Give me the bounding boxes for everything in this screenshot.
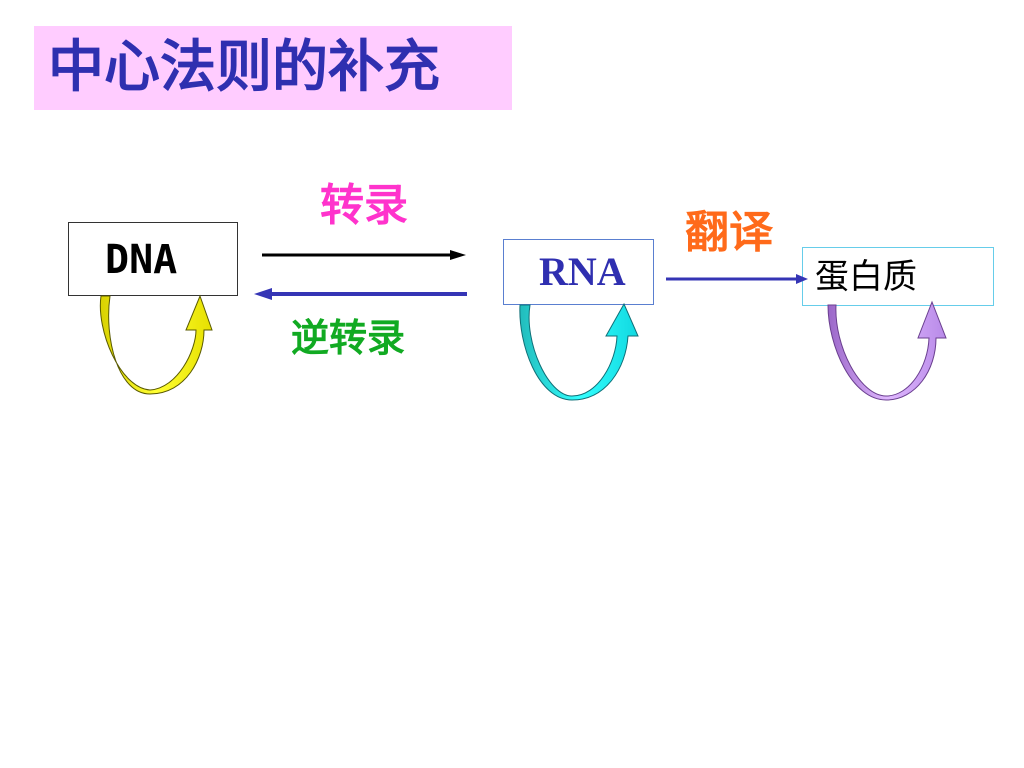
rna-replication-loop-icon <box>519 302 639 401</box>
reverse-transcription-arrow <box>254 288 467 300</box>
reverse-transcription-label: 逆转录 <box>291 316 406 360</box>
protein-node: 蛋白质 <box>802 247 994 306</box>
dna-node: DNA <box>68 222 238 296</box>
page-title: 中心法则的补充 <box>48 35 440 100</box>
translation-arrow <box>666 274 808 284</box>
rna-node: RNA <box>503 239 654 305</box>
rna-label: RNA <box>539 249 626 294</box>
translation-label: 翻译 <box>685 207 773 258</box>
dna-label: DNA <box>105 237 178 283</box>
protein-label: 蛋白质 <box>815 257 917 297</box>
transcription-label: 转录 <box>320 180 408 231</box>
protein-loop-icon <box>827 300 947 401</box>
transcription-arrow <box>262 250 466 260</box>
dna-replication-loop-icon <box>99 294 213 395</box>
title-banner: 中心法则的补充 <box>34 26 512 110</box>
